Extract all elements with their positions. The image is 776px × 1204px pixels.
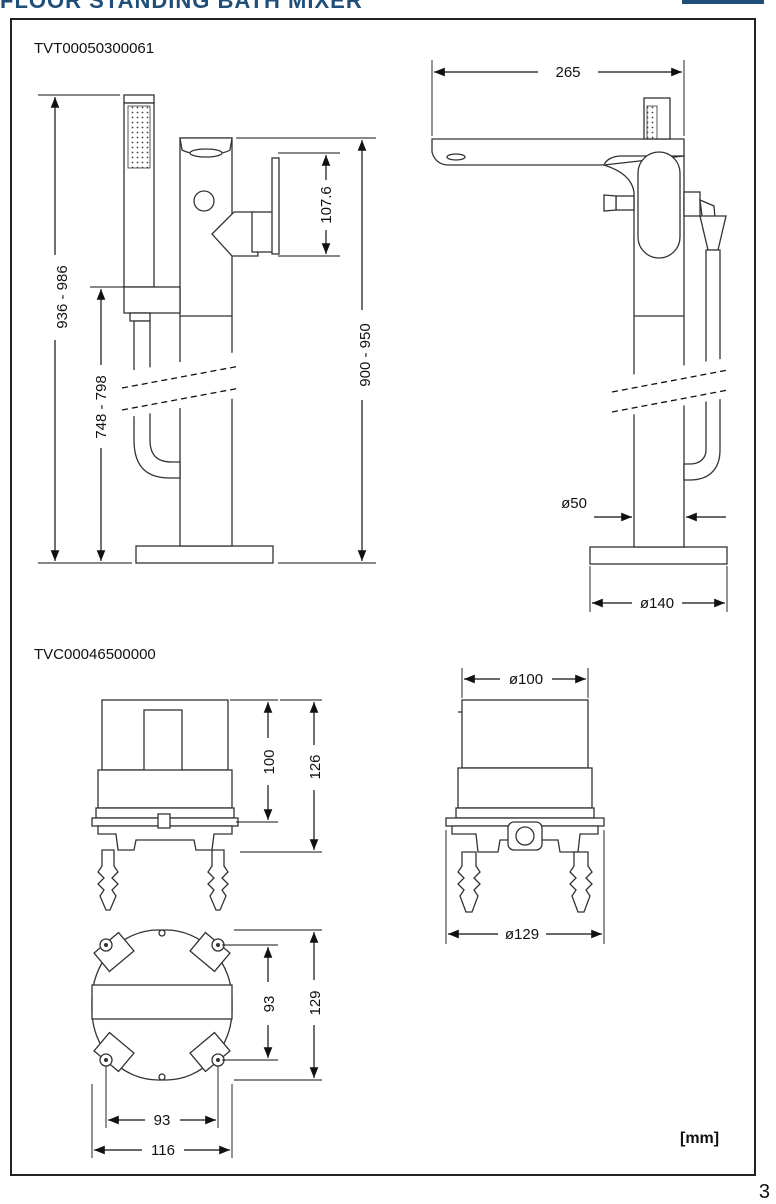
dim-hole-spacing-h: 93 <box>154 1112 171 1129</box>
box-side-cover <box>461 699 589 769</box>
mixer-side-view: 265 ø50 ø140 <box>431 60 730 612</box>
mixer-front-view: 936 - 986 748 - 798 107.6 900 - 950 <box>38 94 376 564</box>
box-peg-right <box>207 849 229 911</box>
box-lug-tr <box>189 931 231 973</box>
box-side-peg-right <box>569 851 593 913</box>
box-side-body <box>457 767 593 809</box>
side-diverter-button <box>615 195 635 211</box>
side-hose-nut <box>699 215 727 251</box>
page-title: FLOOR STANDING BATH MIXER <box>0 0 363 13</box>
front-lever-handle <box>271 157 280 255</box>
side-hose <box>683 249 721 481</box>
unit-label: [mm] <box>680 1130 720 1147</box>
handshower-top <box>123 94 155 104</box>
handshower-spray-face <box>127 105 151 169</box>
dim-base-diameter: ø140 <box>640 595 674 612</box>
dim-spout-reach: 265 <box>555 64 580 81</box>
dim-box-depth: 129 <box>307 990 324 1015</box>
dim-box-bottom-diameter: ø129 <box>505 926 539 943</box>
dim-box-top-diameter: ø100 <box>509 671 543 688</box>
box-peg-left <box>97 849 119 911</box>
box-side-view: ø100 ø129 <box>445 668 605 944</box>
side-lever <box>637 151 681 259</box>
dim-body-height: 900 - 950 <box>357 323 374 386</box>
box-lug-tl <box>93 931 135 973</box>
box-front-view: 100 126 <box>91 699 324 911</box>
dim-box-width: 116 <box>151 1142 175 1159</box>
header-tab <box>682 0 764 4</box>
dim-lever-height: 107.6 <box>318 186 335 224</box>
side-hose-connector <box>683 191 701 217</box>
dim-handshower-height: 748 - 798 <box>93 375 110 438</box>
box-top-band <box>91 984 233 1020</box>
box-cover-window <box>143 709 183 773</box>
box-top-view: 93 129 93 116 <box>91 929 324 1159</box>
dim-hole-spacing-v: 93 <box>261 996 278 1013</box>
diverter-button <box>193 190 215 212</box>
dim-total-height: 936 - 986 <box>54 265 71 328</box>
dim-tube-diameter: ø50 <box>561 495 587 512</box>
box-lug-br <box>189 1031 231 1073</box>
handshower-holder <box>123 286 181 314</box>
side-base-plate <box>589 546 728 565</box>
box-code: TVC00046500000 <box>34 646 156 663</box>
dim-box-height-inner: 100 <box>261 749 278 774</box>
mixer-code: TVT00050300061 <box>34 40 155 57</box>
box-body <box>97 769 233 809</box>
box-side-peg-left <box>457 851 481 913</box>
dim-box-height-total: 126 <box>307 754 324 779</box>
front-hose <box>133 320 181 479</box>
page-number: 3 <box>758 1181 770 1203</box>
front-base-plate <box>135 545 274 564</box>
drawing-frame <box>10 18 756 1176</box>
